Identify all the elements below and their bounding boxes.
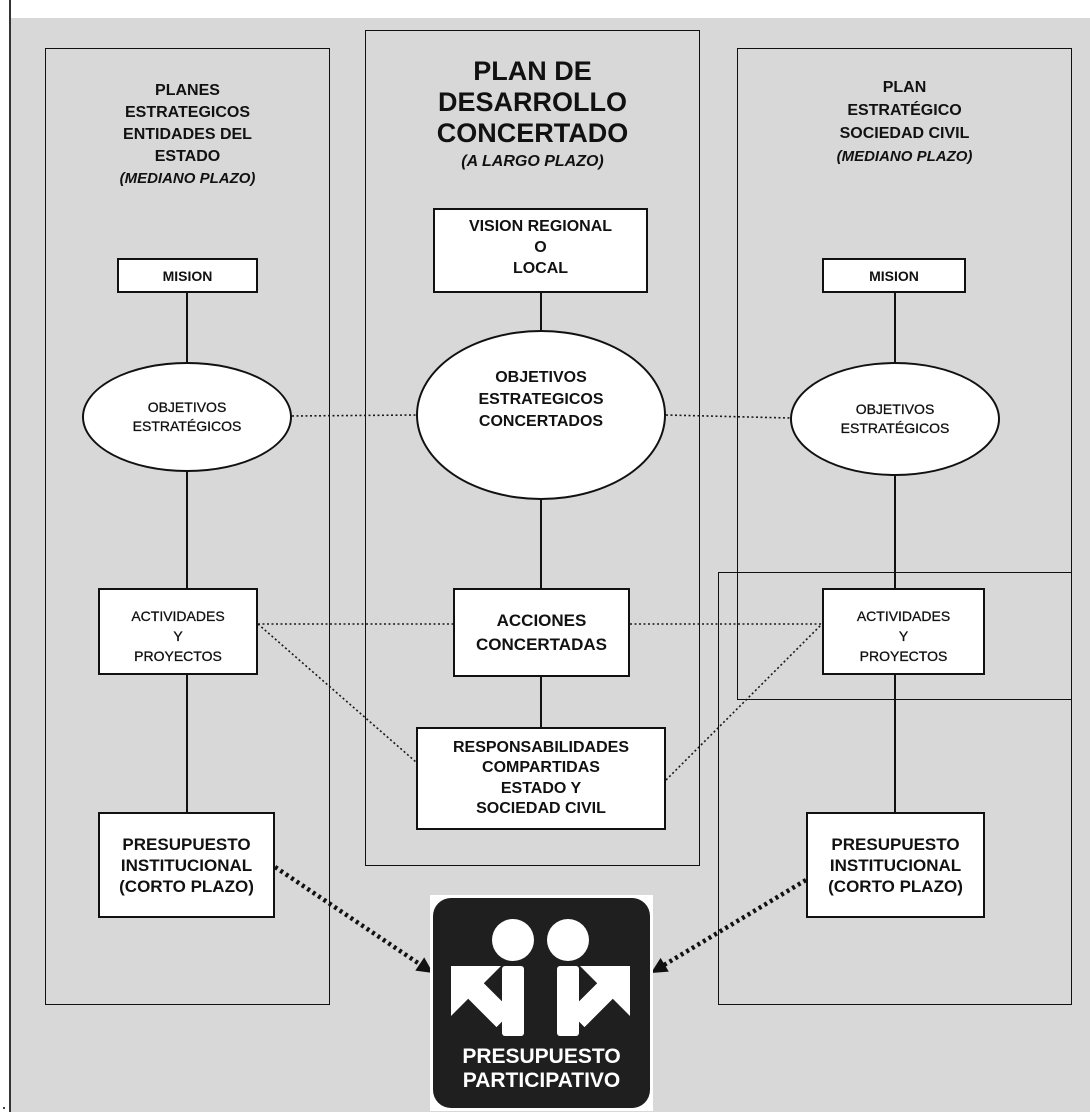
people-arrows-icon bbox=[451, 919, 630, 1036]
node-label: CONCERTADOS bbox=[478, 413, 604, 430]
title-line: PLAN DE bbox=[473, 56, 592, 86]
page-edge-line bbox=[9, 0, 11, 1112]
dotted-connector bbox=[291, 414, 417, 417]
civil-society-plan-frame bbox=[737, 48, 1072, 700]
node-label: Y bbox=[173, 627, 183, 644]
node-label: PROYECTOS bbox=[134, 647, 222, 664]
state-plans-frame bbox=[45, 48, 330, 1005]
title-line: ESTADO bbox=[154, 148, 221, 165]
node-label: MISION bbox=[162, 267, 213, 284]
center-objetivos-ellipse: OBJETIVOS ESTRATEGICOS CONCERTADOS bbox=[416, 330, 666, 500]
arrowhead bbox=[415, 957, 433, 973]
civil-society-plan-title: PLAN ESTRATÉGICO SOCIEDAD CIVIL (MEDIANO… bbox=[737, 76, 1072, 168]
title-line: CONCERTADO bbox=[436, 118, 629, 148]
node-label: ACTIVIDADES bbox=[131, 607, 225, 624]
node-label: PRESUPUESTO bbox=[122, 834, 251, 854]
left-mision-box: MISION bbox=[117, 258, 258, 293]
node-label: COMPARTIDAS bbox=[482, 759, 600, 776]
node-label: INSTITUCIONAL bbox=[120, 855, 253, 875]
logo-text: PRESUPUESTO PARTICIPATIVO bbox=[433, 1045, 650, 1093]
arrow-connector-line bbox=[662, 878, 808, 967]
node-label: OBJETIVOS bbox=[147, 399, 227, 415]
node-label: ESTRATÉGICOS bbox=[840, 420, 950, 436]
node-label: SOCIEDAD CIVIL bbox=[476, 800, 606, 817]
node-label: PROYECTOS bbox=[859, 647, 948, 664]
title-line: ESTRATEGICOS bbox=[124, 104, 251, 121]
node-label: O bbox=[534, 239, 547, 256]
head-right-icon bbox=[547, 919, 589, 961]
node-label: ESTADO Y bbox=[500, 779, 582, 797]
title-line: DESARROLLO bbox=[438, 87, 627, 117]
node-label: (CORTO PLAZO) bbox=[828, 876, 963, 896]
development-plan-title: PLAN DE DESARROLLO CONCERTADO (A LARGO P… bbox=[365, 56, 700, 175]
center-vision-box: VISION REGIONAL O LOCAL bbox=[433, 208, 648, 293]
arrow-connector-line bbox=[273, 865, 423, 967]
title-line: PLAN bbox=[882, 79, 927, 96]
logo-text-line: PARTICIPATIVO bbox=[462, 1069, 621, 1092]
node-label: OBJETIVOS bbox=[855, 401, 935, 417]
node-label: (CORTO PLAZO) bbox=[119, 876, 254, 896]
node-label: MISION bbox=[869, 267, 919, 284]
node-label: VISION REGIONAL bbox=[468, 218, 613, 235]
left-objetivos-ellipse: OBJETIVOS ESTRATÉGICOS bbox=[82, 362, 292, 472]
presupuesto-participativo-logo: PRESUPUESTO PARTICIPATIVO bbox=[433, 898, 650, 1108]
center-responsabilidades-box: RESPONSABILIDADES COMPARTIDAS ESTADO Y S… bbox=[416, 727, 666, 830]
right-mision-box: MISION bbox=[822, 258, 966, 293]
stray-mark bbox=[3, 1107, 5, 1109]
left-presupuesto-box: PRESUPUESTO INSTITUCIONAL (CORTO PLAZO) bbox=[98, 812, 275, 918]
title-line: ENTIDADES DEL bbox=[123, 126, 252, 143]
node-label: ACCIONES bbox=[496, 610, 587, 630]
dotted-connector bbox=[665, 414, 791, 419]
title-subtitle: (MEDIANO PLAZO) bbox=[119, 170, 256, 187]
title-line: PLANES bbox=[155, 82, 220, 99]
development-plan-frame bbox=[365, 30, 700, 866]
title-line: SOCIEDAD CIVIL bbox=[839, 125, 970, 142]
dotted-connector bbox=[665, 623, 823, 781]
body-left-icon bbox=[502, 966, 524, 1036]
node-label: CONCERTADAS bbox=[476, 634, 607, 654]
node-label: LOCAL bbox=[512, 260, 569, 277]
right-objetivos-ellipse: OBJETIVOS ESTRATÉGICOS bbox=[790, 362, 1000, 476]
title-subtitle: (MEDIANO PLAZO) bbox=[836, 148, 973, 165]
node-label: ESTRATÉGICOS bbox=[132, 418, 242, 434]
left-actividades-box: ACTIVIDADES Y PROYECTOS bbox=[98, 588, 258, 675]
center-acciones-box: ACCIONES CONCERTADAS bbox=[453, 588, 630, 677]
title-subtitle: (A LARGO PLAZO) bbox=[461, 153, 604, 170]
state-plans-title: PLANES ESTRATEGICOS ENTIDADES DEL ESTADO… bbox=[45, 80, 330, 190]
node-label: INSTITUCIONAL bbox=[829, 855, 962, 875]
node-label: RESPONSABILIDADES bbox=[452, 738, 630, 756]
node-label: PRESUPUESTO bbox=[831, 834, 960, 854]
body-right-icon bbox=[557, 966, 579, 1036]
dotted-connector bbox=[257, 623, 417, 763]
node-label: OBJETIVOS bbox=[495, 369, 587, 386]
node-label: ESTRATEGICOS bbox=[478, 391, 604, 408]
node-label: Y bbox=[898, 627, 909, 644]
node-label: ACTIVIDADES bbox=[856, 607, 951, 624]
right-presupuesto-box: PRESUPUESTO INSTITUCIONAL (CORTO PLAZO) bbox=[806, 812, 985, 918]
head-left-icon bbox=[492, 919, 534, 961]
arrow-up-left-icon bbox=[451, 966, 513, 1028]
right-actividades-box: ACTIVIDADES Y PROYECTOS bbox=[822, 588, 985, 675]
logo-text-line: PRESUPUESTO bbox=[462, 1045, 621, 1068]
arrowhead bbox=[651, 957, 669, 973]
title-line: ESTRATÉGICO bbox=[847, 102, 962, 119]
arrow-up-right-icon bbox=[568, 966, 630, 1028]
